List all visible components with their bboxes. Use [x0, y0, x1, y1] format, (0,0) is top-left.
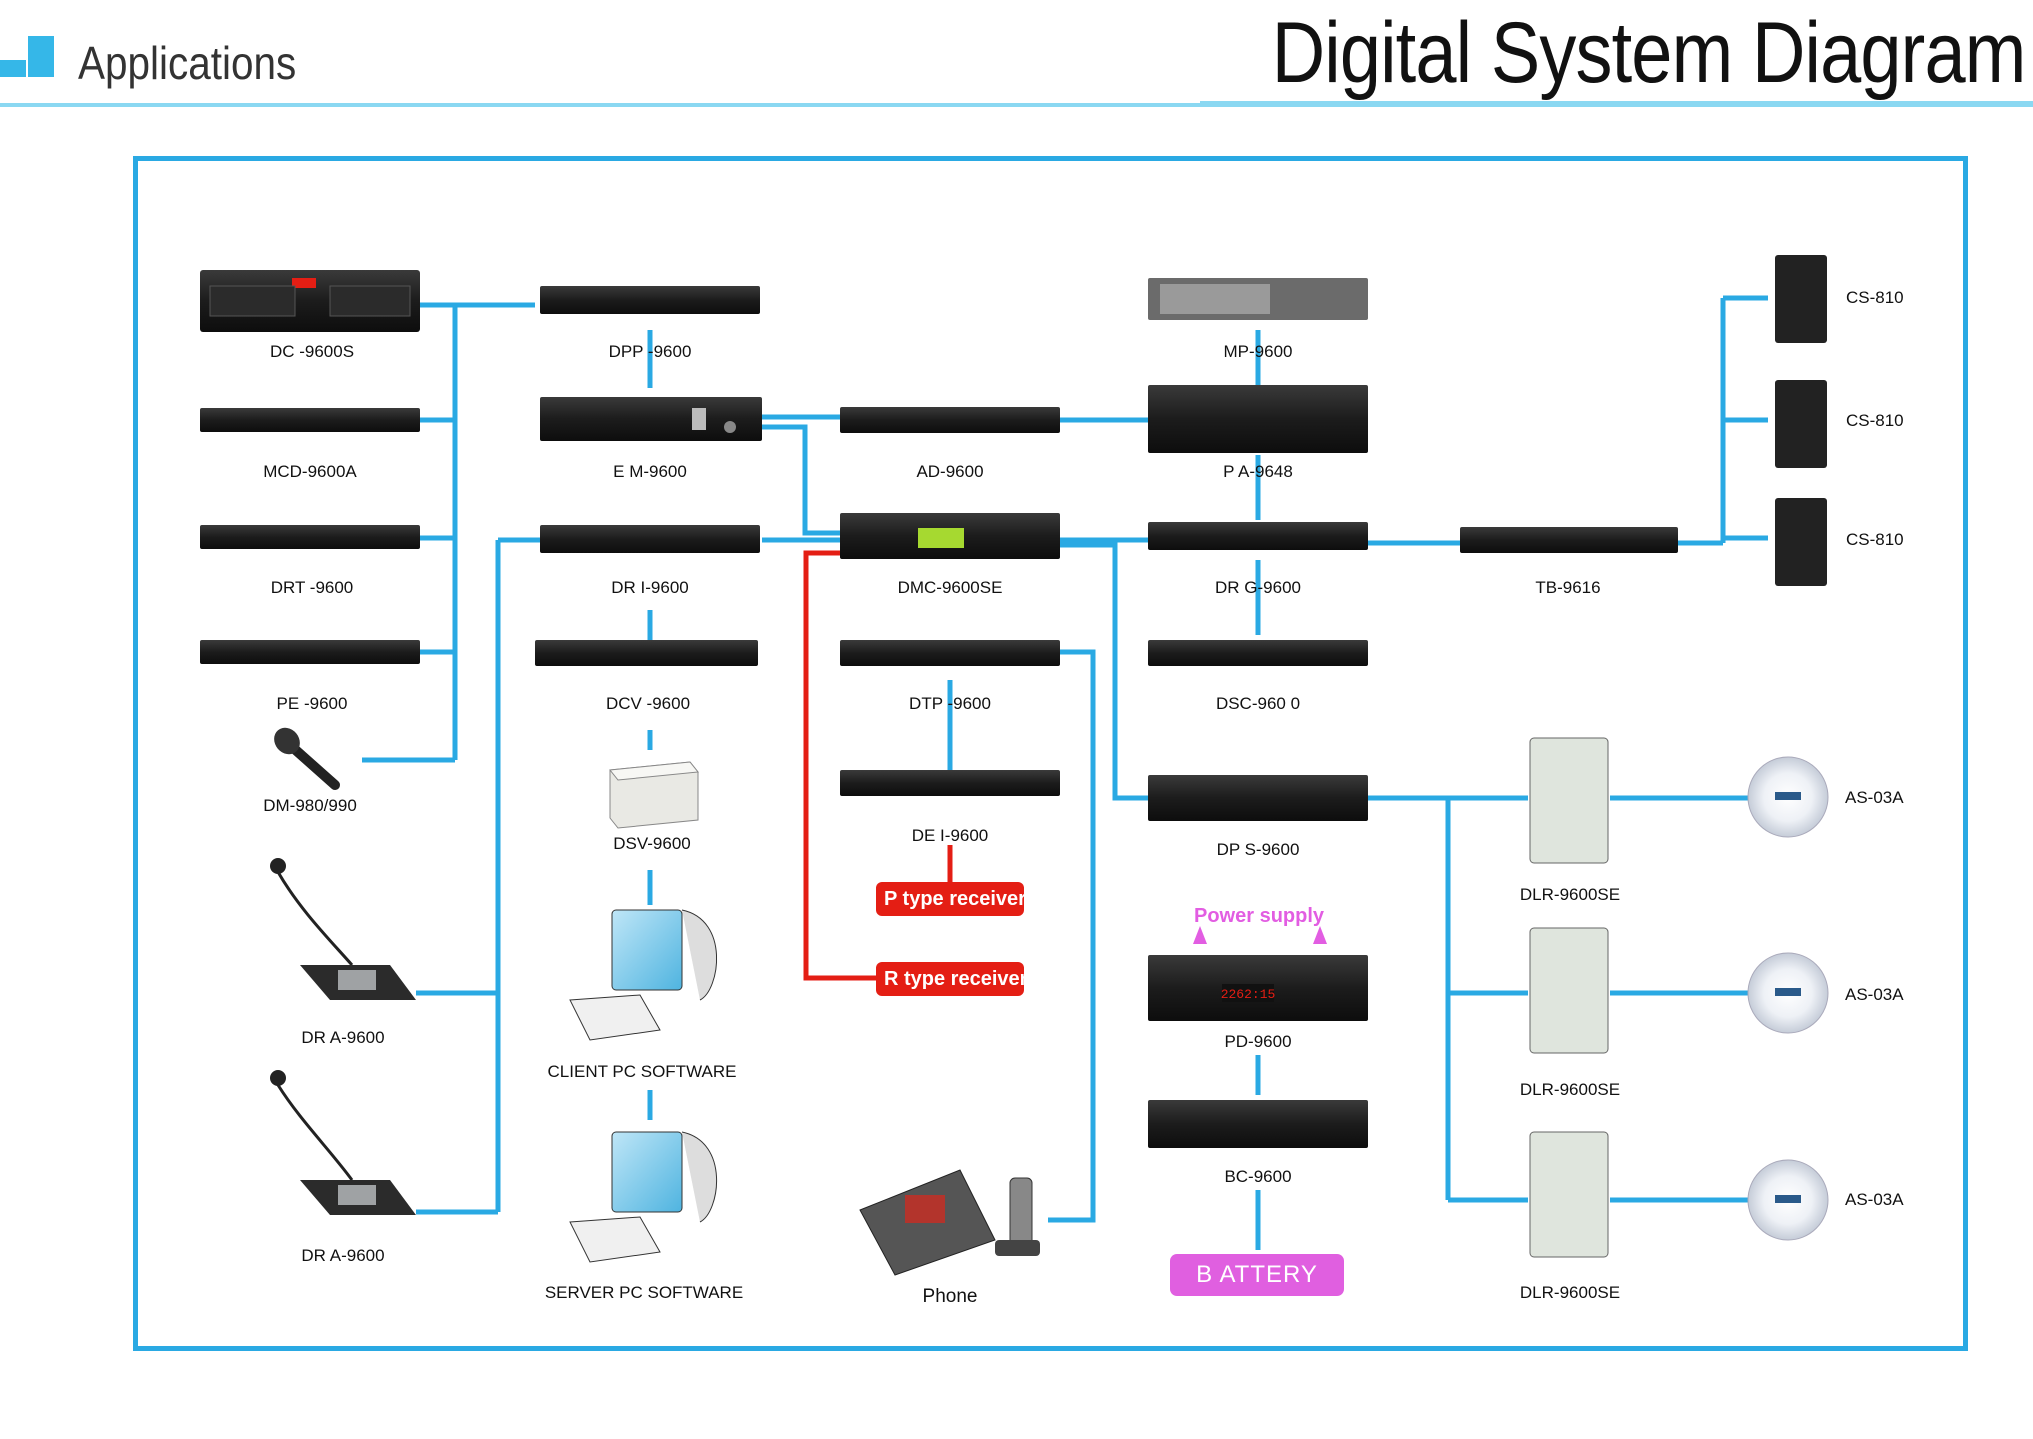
cs810-speaker-icon [1775, 380, 1827, 468]
rack-em9600-port [692, 408, 706, 430]
connection-lines [362, 295, 1768, 1250]
label-dc9600s: DC -9600S [269, 342, 355, 361]
cs810-speaker-icon [1775, 255, 1827, 343]
logo-square [28, 60, 54, 77]
as03a-speaker-icons [1747, 756, 1829, 1241]
section-label: Applications [78, 37, 297, 89]
label-pa9648: P A-9648 [1223, 462, 1293, 481]
rack-dcv9600 [535, 640, 758, 666]
as03a-speaker-grille [1775, 1195, 1801, 1203]
label-pd9600: PD-9600 [1224, 1032, 1292, 1051]
label-dsv9600: DSV-9600 [613, 834, 691, 853]
label-cs810-2: CS-810 [1846, 411, 1904, 430]
logo-square [28, 36, 54, 60]
as03a-speaker-grille [1775, 792, 1801, 800]
rack-drg9600 [1148, 522, 1368, 550]
rack-pd9600-display-text: 2262:15 [1221, 987, 1276, 1002]
rack-dei9600 [840, 770, 1060, 796]
client-pc-icon [569, 909, 717, 1041]
rack-dc9600s-deck-left [209, 285, 296, 317]
label-dlr-1: DLR-9600SE [1519, 885, 1621, 904]
label-mp9600: MP-9600 [1223, 342, 1293, 361]
label-dps9600: DP S-9600 [1216, 840, 1300, 859]
label-dlr-3: DLR-9600SE [1519, 1283, 1621, 1302]
logo-square [0, 60, 26, 77]
rack-ad9600 [840, 407, 1060, 433]
rack-mp9600-panel [1160, 284, 1270, 314]
label-server-pc: SERVER PC SOFTWARE [544, 1283, 744, 1302]
label-ad9600: AD-9600 [916, 462, 984, 481]
cs810-speaker-icon [1775, 498, 1827, 586]
rack-mcd9600a [200, 408, 420, 432]
cs810-speaker-icons [1775, 255, 1827, 586]
dra9600-console-icon-2 [270, 1070, 416, 1215]
page-title: Digital System Diagram [1271, 5, 2026, 101]
label-dcv9600: DCV -9600 [605, 694, 691, 713]
label-cs810-3: CS-810 [1846, 530, 1904, 549]
dlr-module-icons [1529, 737, 1609, 1258]
label-pe9600: PE -9600 [276, 694, 348, 713]
rack-pe9600 [200, 640, 420, 664]
dra9600-console-icon-1 [270, 858, 416, 1000]
label-as03a-3: AS-03A [1845, 1190, 1904, 1209]
r-type-receiver: R type receiver [876, 962, 1027, 996]
rack-em9600 [540, 397, 762, 441]
server-pc-icon [569, 1131, 717, 1263]
label-dra9600-2: DR A-9600 [301, 1246, 385, 1265]
label-dlr-2: DLR-9600SE [1519, 1080, 1621, 1099]
label-drg9600: DR G-9600 [1215, 578, 1301, 597]
rack-pd9600-display [1222, 984, 1274, 1002]
rack-tb9616 [1460, 527, 1678, 553]
red-connection-lines [803, 550, 953, 981]
label-as03a-2: AS-03A [1845, 985, 1904, 1004]
label-cs810-1: CS-810 [1846, 288, 1904, 307]
p-type-receiver: P type receiver [876, 882, 1026, 916]
label-client-pc: CLIENT PC SOFTWARE [547, 1062, 737, 1081]
label-em9600: E M-9600 [613, 462, 687, 481]
header-rule-right [1200, 101, 2033, 107]
rack-dsc9600 [1148, 640, 1368, 666]
as03a-speaker-grille [1775, 988, 1801, 996]
rack-bc9600 [1148, 1100, 1368, 1148]
power-supply-label: Power supply [1194, 905, 1325, 927]
label-dtp9600: DTP -9600 [909, 694, 991, 713]
power-arrow-right-icon [1313, 926, 1327, 944]
label-dra9600-1: DR A-9600 [301, 1028, 385, 1047]
rack-devices: 2262:15 [200, 270, 1678, 1148]
label-tb9616: TB-9616 [1535, 578, 1601, 597]
rack-dmc9600se-lcd [918, 528, 964, 548]
rack-dtp9600 [840, 640, 1060, 666]
dlr-module-icon [1529, 737, 1609, 864]
rack-drt9600 [200, 525, 420, 549]
dsv9600-box-icon [609, 761, 699, 829]
rack-dri9600 [540, 525, 760, 553]
header-rule-left [0, 103, 1200, 107]
label-dpp9600: DPP -9600 [608, 342, 692, 361]
diagram-frame [133, 156, 1968, 1351]
label-dri9600: DR I-9600 [611, 578, 689, 597]
dlr-module-icon [1529, 1131, 1609, 1258]
label-as03a-1: AS-03A [1845, 788, 1904, 807]
rack-dc9600s-deck-right [329, 285, 411, 317]
rack-dc9600s-display [292, 278, 316, 288]
dm980-microphone-icon [274, 727, 340, 790]
battery-box: B ATTERY [1170, 1254, 1344, 1296]
label-dmc9600se: DMC-9600SE [897, 578, 1003, 597]
label-bc9600: BC-9600 [1224, 1167, 1292, 1186]
label-mcd9600a: MCD-9600A [263, 462, 357, 481]
label-dm980: DM-980/990 [263, 796, 357, 815]
label-dei9600: DE I-9600 [911, 826, 989, 845]
rack-em9600-knob [724, 421, 736, 433]
label-dsc9600: DSC-960 0 [1215, 694, 1301, 713]
label-drt9600: DRT -9600 [270, 578, 354, 597]
power-arrow-left-icon [1193, 926, 1207, 944]
dlr-module-icon [1529, 927, 1609, 1054]
rack-dps9600 [1148, 775, 1368, 821]
phone-icon [859, 1169, 1040, 1276]
label-phone: Phone [922, 1286, 978, 1307]
rack-pa9648 [1148, 385, 1368, 453]
rack-dpp9600 [540, 286, 760, 314]
